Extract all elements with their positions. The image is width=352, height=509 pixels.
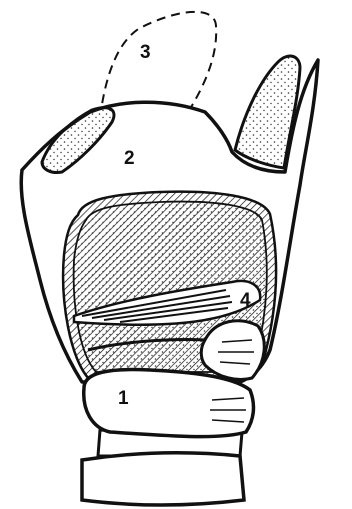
label-epiglottis: 3	[140, 42, 151, 63]
label-thyroid: 2	[124, 148, 135, 169]
label-cricoid: 1	[118, 388, 129, 409]
trachea	[82, 430, 244, 505]
cricoid-cartilage	[84, 370, 254, 437]
label-arytenoid: 4	[240, 290, 251, 311]
arytenoid-cartilage	[201, 321, 264, 380]
